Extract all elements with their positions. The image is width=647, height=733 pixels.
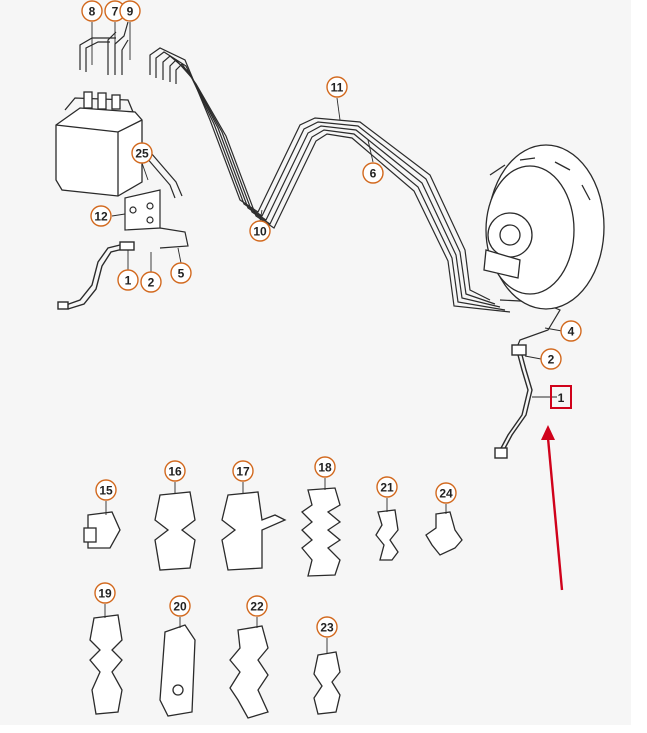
bracket-drawing — [124, 189, 161, 231]
clip-21-drawing — [375, 509, 399, 561]
clip-24-drawing — [425, 511, 463, 556]
leader-lines — [91, 22, 563, 654]
callout-8: 8 — [81, 0, 103, 22]
callout-24: 24 — [435, 482, 457, 504]
clips-drawing — [83, 487, 463, 719]
callout-23-label: 23 — [320, 621, 334, 635]
callout-18-label: 18 — [318, 461, 332, 475]
callout-16-label: 16 — [168, 465, 182, 479]
clip-16-drawing — [154, 491, 196, 571]
callout-2-left: 2 — [140, 271, 162, 293]
callout-1-left-label: 1 — [125, 274, 132, 288]
callout-10: 10 — [249, 220, 271, 242]
callout-5: 5 — [170, 262, 192, 284]
clip-17-drawing — [221, 491, 287, 571]
abs-unit-drawing — [55, 91, 143, 197]
clip-22-drawing — [229, 625, 269, 719]
clip-18-drawing — [300, 487, 342, 577]
callout-25: 25 — [131, 142, 153, 164]
highlight-arrow-head — [541, 425, 555, 440]
callout-16: 16 — [164, 460, 186, 482]
callout-21-label: 21 — [380, 481, 394, 495]
callout-20-label: 20 — [173, 600, 187, 614]
callout-1-right: 1 — [558, 391, 565, 405]
clip-19-drawing — [89, 614, 123, 715]
callout-2-left-label: 2 — [148, 276, 155, 290]
callout-12-label: 12 — [94, 210, 108, 224]
callout-1-right-label: 1 — [558, 391, 565, 405]
callout-9: 9 — [119, 0, 141, 22]
callout-8-label: 8 — [89, 5, 96, 19]
callout-4-label: 4 — [568, 325, 575, 339]
callout-2-right: 2 — [540, 348, 562, 370]
callout-23: 23 — [316, 616, 338, 638]
clip-23-drawing — [313, 651, 341, 715]
callout-4: 4 — [560, 320, 582, 342]
highlight-annotation — [541, 385, 572, 591]
bottom-margin — [0, 725, 647, 733]
callout-22-label: 22 — [250, 600, 264, 614]
callout-1-left: 1 — [117, 269, 139, 291]
highlight-arrow-shaft — [546, 437, 564, 591]
callout-9-label: 9 — [127, 5, 134, 19]
brake-pipes-drawing — [79, 21, 561, 353]
callout-12: 12 — [90, 205, 112, 227]
callout-19-label: 19 — [98, 587, 112, 601]
callout-15-label: 15 — [99, 484, 113, 498]
callout-11: 11 — [326, 76, 348, 98]
clip-15-drawing — [83, 511, 121, 549]
callout-25-label: 25 — [135, 147, 149, 161]
callout-6-label: 6 — [370, 167, 377, 181]
callout-22: 22 — [246, 595, 268, 617]
highlight-box — [550, 385, 572, 409]
callout-17: 17 — [232, 460, 254, 482]
left-brake-hose-drawing — [57, 241, 135, 310]
brake-line-parts-diagram: 8 7 9 25 12 1 2 5 10 11 6 4 — [55, 0, 605, 719]
callout-19: 19 — [94, 582, 116, 604]
callout-17-label: 17 — [236, 465, 250, 479]
right-brake-hose-drawing — [494, 344, 533, 459]
callout-10-label: 10 — [253, 225, 267, 239]
callout-24-label: 24 — [439, 487, 453, 501]
callout-20: 20 — [169, 595, 191, 617]
callout-21: 21 — [376, 476, 398, 498]
callout-15: 15 — [95, 479, 117, 501]
callout-6: 6 — [362, 162, 384, 184]
clip-20-drawing — [159, 624, 196, 717]
callout-2-right-label: 2 — [548, 353, 555, 367]
callout-18: 18 — [314, 456, 336, 478]
callout-7-label: 7 — [112, 5, 119, 19]
callout-11-label: 11 — [331, 81, 344, 95]
brake-booster-drawing — [483, 144, 605, 310]
callout-5-label: 5 — [178, 267, 185, 281]
